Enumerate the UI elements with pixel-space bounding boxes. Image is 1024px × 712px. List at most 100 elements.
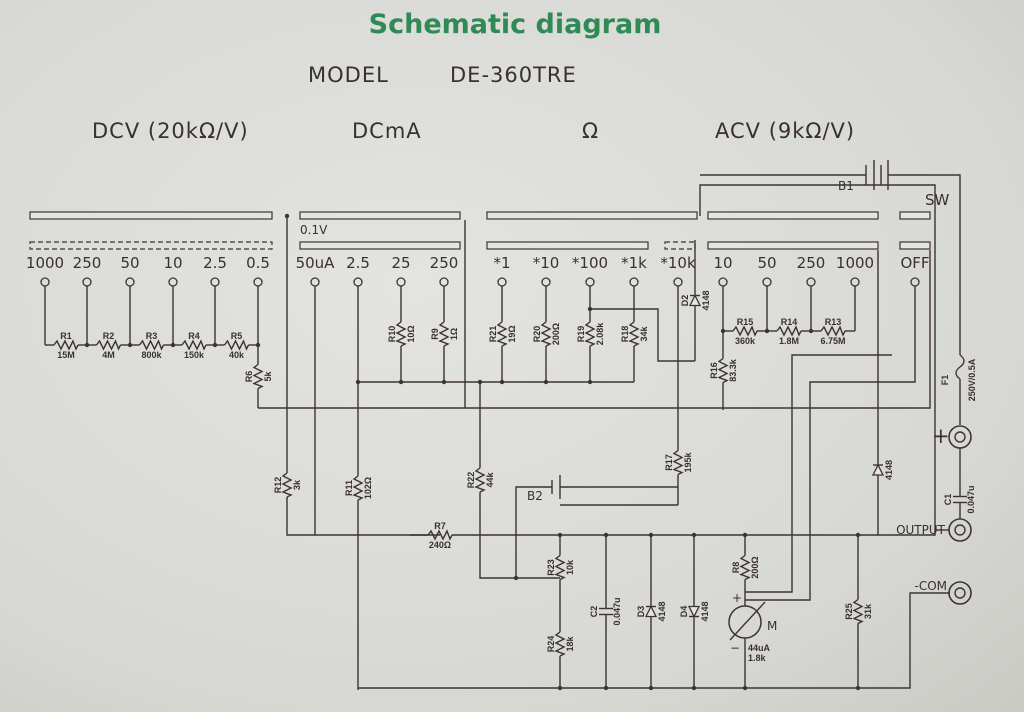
meter-minus: −: [730, 641, 740, 655]
range-terminal: [168, 277, 178, 287]
junction-dot: [742, 532, 748, 538]
resistor-r3: [138, 339, 165, 351]
component-ref: D3: [636, 606, 646, 618]
range-label-acv: 50: [757, 254, 776, 272]
junction-dot: [691, 685, 697, 691]
component-ref: R8: [731, 562, 741, 574]
range-terminal: [353, 277, 363, 287]
range-label-dcv: 2.5: [203, 254, 227, 272]
range-label-dcv: 10: [163, 254, 182, 272]
switch-contact-bar: [299, 211, 461, 220]
section-dcma: DCmA: [352, 119, 422, 143]
component-ref: R4: [188, 331, 200, 341]
resistor-r13: [820, 325, 846, 337]
plus-jack-label: +: [932, 424, 951, 448]
resistor-r11: [352, 475, 364, 501]
range-label-off: OFF: [900, 254, 929, 272]
junction-dot: [513, 575, 519, 581]
switch-contact-bar: [664, 241, 696, 250]
range-label-acv: 1000: [836, 254, 874, 272]
component-value: 34k: [639, 326, 649, 342]
switch-contact-bar: [486, 241, 649, 250]
component-ref: D4: [679, 606, 689, 618]
model-number: DE-360TRE: [450, 63, 577, 87]
component-value: 5k: [263, 371, 273, 382]
resistor-r22: [474, 467, 486, 493]
meter-movement-icon: [728, 605, 762, 639]
junction-dot: [557, 532, 563, 538]
component-value: 200Ω: [750, 556, 760, 578]
resistor-r9: [438, 321, 450, 347]
plus-jack: [948, 425, 972, 449]
component-ref: R16: [709, 362, 719, 379]
wire: [515, 486, 552, 578]
resistor-r15: [732, 325, 758, 337]
component-ref: R13: [825, 317, 842, 327]
component-value: 4148: [884, 460, 894, 480]
section-dcv: DCV (20kΩ/V): [92, 119, 249, 143]
switch-contact-bar: [299, 241, 461, 250]
range-label-dcv: 1000: [26, 254, 64, 272]
com-jack-inner: [954, 587, 966, 599]
component-ref: F1: [940, 375, 950, 386]
switch-contact-bar: [29, 241, 273, 250]
junction-dot: [441, 379, 447, 385]
resistor-r8: [739, 554, 751, 581]
diode-d3: [644, 605, 658, 618]
range-terminal: [439, 277, 449, 287]
component-ref: R14: [781, 317, 798, 327]
output-jack-inner: [954, 524, 966, 536]
range-label-ohm: *10k: [660, 254, 696, 272]
component-ref: R7: [434, 521, 446, 531]
range-label-acv: 10: [713, 254, 732, 272]
junction-dot: [398, 379, 404, 385]
output-jack-label: OUTPUT: [896, 523, 946, 537]
component-value: 4M: [102, 350, 115, 360]
component-value: 4148: [701, 290, 711, 310]
switch-label: SW: [925, 191, 950, 209]
junction-dot: [603, 685, 609, 691]
switch-contact-bar: [486, 211, 698, 220]
section-acv: ACV (9kΩ/V): [715, 119, 855, 143]
range-label-ohm: *1: [493, 254, 510, 272]
component-value: 1.8M: [779, 336, 799, 346]
component-value: 195k: [683, 451, 693, 472]
resistor-r6: [252, 363, 264, 390]
component-value: 15M: [57, 350, 75, 360]
component-ref: R10: [387, 326, 397, 343]
resistor-r2: [95, 339, 122, 351]
component-value: 10Ω: [406, 325, 416, 342]
wire: [358, 592, 950, 689]
component-ref: R12: [273, 477, 283, 494]
component-value: 44k: [485, 472, 495, 488]
range-terminal: [497, 277, 507, 287]
range-label-dcma: 2.5: [346, 254, 370, 272]
range-terminal: [806, 277, 816, 287]
com-jack-label: -COM: [914, 579, 947, 593]
component-value: 250V/0.5A: [967, 358, 977, 401]
component-value: 800k: [141, 350, 162, 360]
component-value: 0.047u: [966, 485, 976, 513]
component-ref: R21: [488, 326, 498, 343]
range-label-dcv: 0.5: [246, 254, 270, 272]
component-value: 31k: [863, 603, 873, 619]
range-terminal: [40, 277, 50, 287]
battery-b2-label: B2: [527, 489, 543, 503]
diagram-title: Schematic diagram: [369, 9, 662, 40]
component-ref: R3: [146, 331, 158, 341]
component-ref: R5: [231, 331, 243, 341]
switch-contact-bar: [29, 211, 273, 220]
range-label-dcma: 25: [391, 254, 410, 272]
resistor-r23: [554, 554, 566, 581]
component-ref: R25: [844, 603, 854, 620]
component-ref: R22: [466, 472, 476, 489]
meter-current: 44uA: [748, 643, 771, 653]
resistor-r16: [717, 357, 729, 384]
junction-dot: [557, 685, 563, 691]
component-value: 1Ω: [449, 328, 459, 340]
range-label-acv: 250: [797, 254, 826, 272]
range-label-dcv: 50: [120, 254, 139, 272]
junction-dot: [742, 685, 748, 691]
diode-d4: [687, 605, 701, 618]
